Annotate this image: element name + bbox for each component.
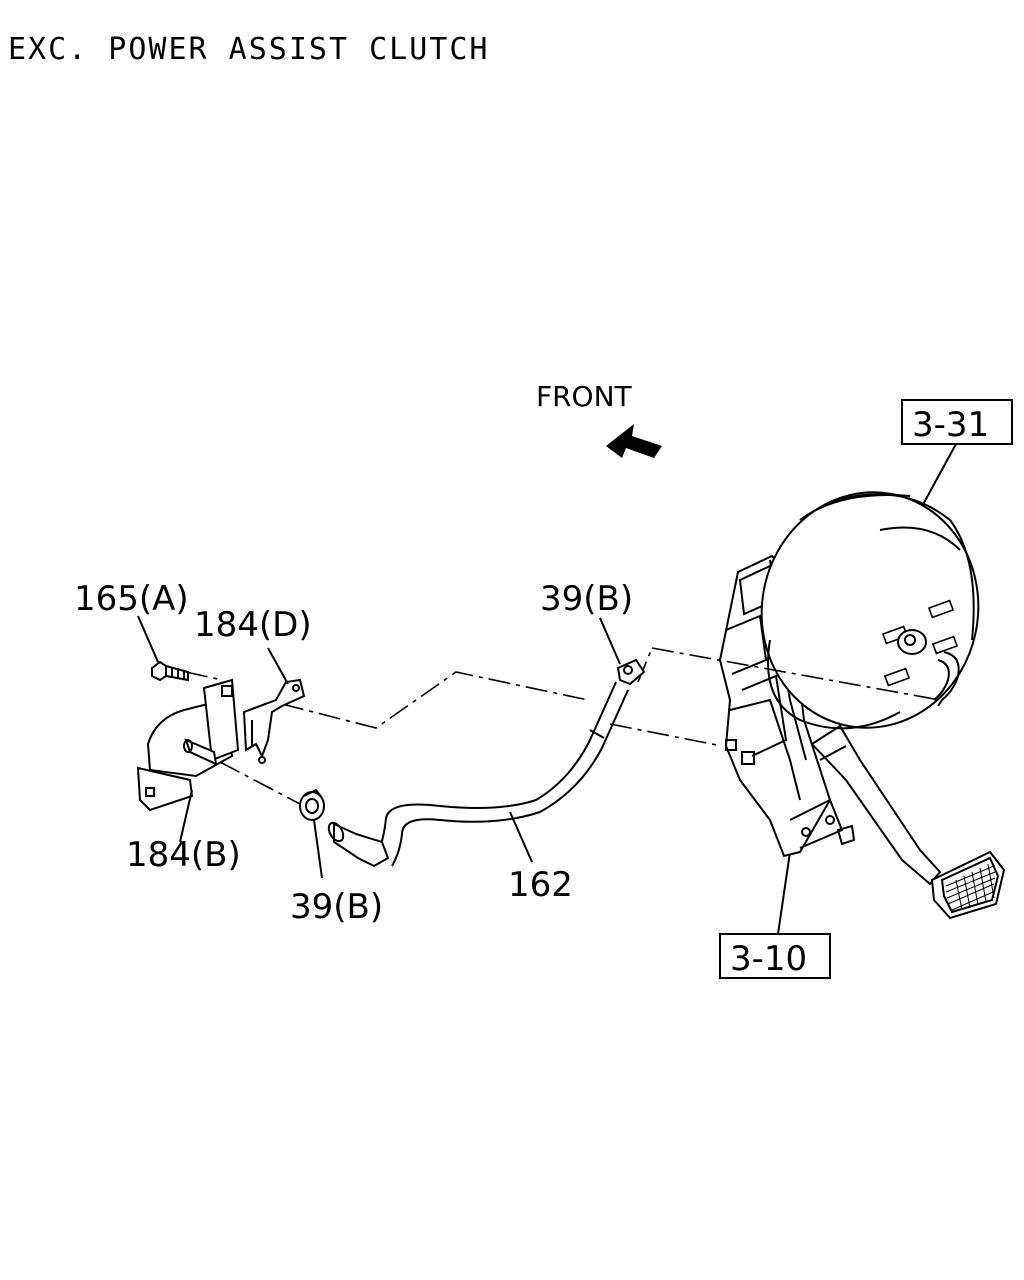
- leader-184d: [267, 647, 289, 685]
- front-arrow-icon: [606, 424, 662, 458]
- ref-box-3-10: 3-10: [719, 933, 831, 979]
- front-label: FRONT: [536, 380, 633, 413]
- bracket-184d: [242, 678, 306, 764]
- leader-clamp-bottom: [313, 819, 323, 879]
- clutch-pedal: [810, 724, 1006, 920]
- ref-box-3-31: 3-31: [901, 399, 1013, 445]
- clamp-bottom: [299, 788, 325, 821]
- ref-3-31-label: 3-31: [912, 405, 989, 445]
- leader-184b: [179, 789, 193, 843]
- callout-184b: 184(B): [126, 835, 241, 875]
- hose-162: [327, 681, 629, 868]
- brake-booster: [760, 491, 980, 730]
- bracket-184b: [136, 678, 240, 812]
- bolt-165: [151, 660, 189, 682]
- ref-3-10-label: 3-10: [730, 939, 807, 979]
- callout-39b-top: 39(B): [540, 579, 633, 619]
- callout-165a: 165(A): [74, 579, 189, 619]
- leader-3-10: [777, 851, 791, 935]
- callout-39b-bottom: 39(B): [290, 887, 383, 927]
- callout-162: 162: [508, 865, 573, 905]
- callout-184d: 184(D): [194, 605, 312, 645]
- diagram-title: EXC. POWER ASSIST CLUTCH: [8, 32, 490, 67]
- clamp-top: [616, 658, 646, 686]
- leader-165: [137, 615, 159, 663]
- leader-162: [509, 811, 533, 863]
- leader-clamp-top: [599, 617, 621, 665]
- leader-3-31: [919, 443, 957, 511]
